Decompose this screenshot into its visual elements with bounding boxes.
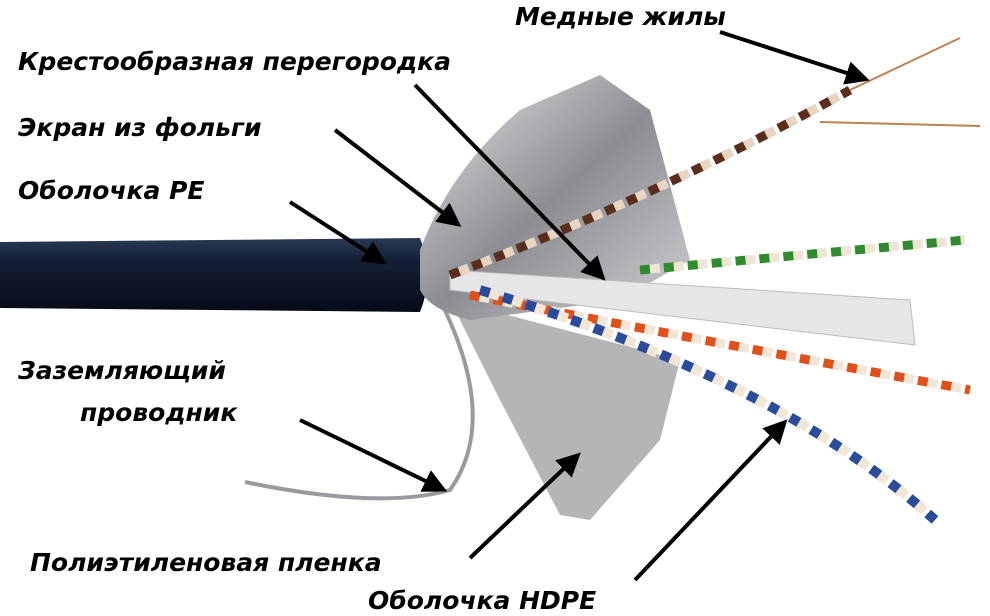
pe-film bbox=[450, 300, 680, 520]
label-copper-cores: Медные жилы bbox=[515, 2, 726, 31]
cross-separator bbox=[449, 269, 916, 346]
label-pe-film: Полиэтиленовая пленка bbox=[30, 548, 382, 577]
arrow-pe bbox=[288, 200, 387, 265]
arrow-foil bbox=[333, 128, 462, 227]
arrow-ground bbox=[299, 418, 448, 492]
ground-wire bbox=[244, 299, 475, 501]
arrow-separator bbox=[413, 83, 606, 281]
label-foil-screen: Экран из фольги bbox=[18, 113, 262, 142]
pe-jacket bbox=[0, 238, 428, 312]
label-pe-jacket: Оболочка PE bbox=[18, 176, 205, 205]
label-hdpe-jacket: Оболочка HDPE bbox=[368, 586, 597, 615]
arrow-hdpe bbox=[633, 419, 788, 582]
arrow-film bbox=[468, 452, 581, 560]
pair-orange bbox=[469, 290, 971, 395]
arrow-copper bbox=[719, 30, 870, 85]
label-cross-separator: Крестообразная перегородка bbox=[18, 47, 452, 76]
arrows bbox=[288, 30, 870, 582]
label-ground-wire-1: Заземляющий bbox=[18, 356, 226, 385]
label-ground-wire-2: проводник bbox=[80, 398, 238, 427]
